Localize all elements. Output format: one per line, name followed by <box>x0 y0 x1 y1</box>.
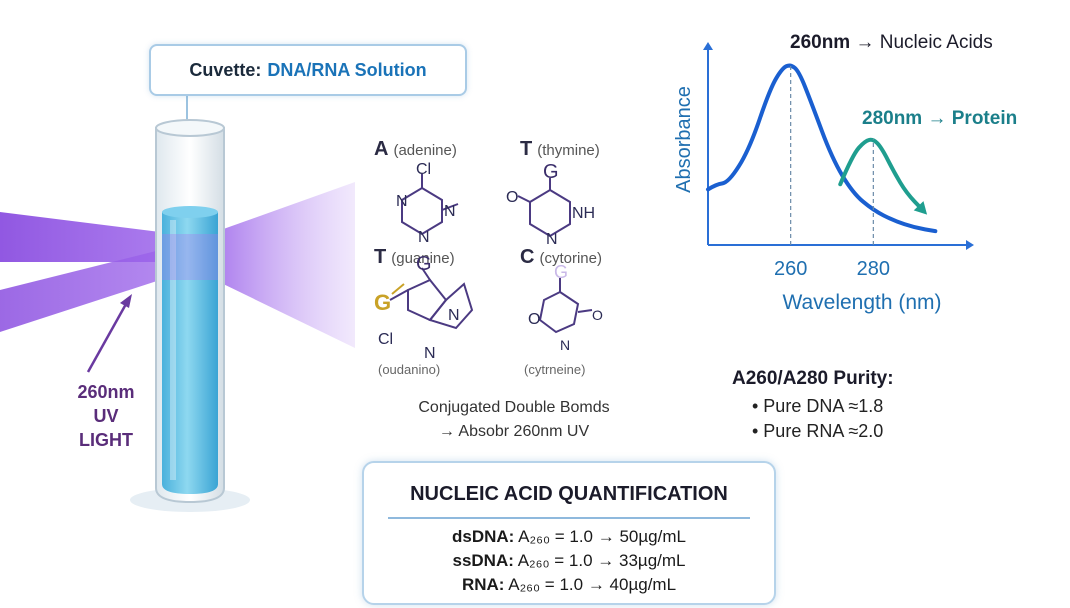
uv-light-line2: UV <box>93 406 119 426</box>
conjugated-line2: → Absobr 260nm UV <box>438 423 590 440</box>
series-line-1 <box>838 137 925 213</box>
guanine-atom-g2: G <box>416 253 432 275</box>
thymine-atom-n: N <box>546 231 558 248</box>
thymine-atom-nh: NH <box>572 205 595 222</box>
base-thymine-name: (thymine) <box>537 142 600 159</box>
base-adenine-name: (adenine) <box>393 142 457 159</box>
base-thymine-letter: T <box>520 138 533 160</box>
base-thymine-header: T (thymine) <box>520 138 600 161</box>
annotation-protein: 280nm → Protein <box>862 108 1017 130</box>
quant-dsdna-result: → 50µg/mL <box>597 527 686 546</box>
x-tick-260: 260 <box>774 258 807 280</box>
uv-beam-transmitted <box>215 182 355 348</box>
cuvette-callout: Cuvette: DNA/RNA Solution <box>149 44 467 96</box>
cytosine-atom-n: N <box>560 337 570 353</box>
y-axis-arrow <box>703 42 713 50</box>
cuvette-callout-value: DNA/RNA Solution <box>267 59 427 80</box>
thymine-atom-o: O <box>506 189 518 206</box>
guanine-atom-cl: Cl <box>378 331 393 348</box>
base-adenine-header: A (adenine) <box>374 138 457 161</box>
uv-light-line3: LIGHT <box>79 430 133 450</box>
y-axis-label: Absorbance <box>673 86 695 193</box>
uv-light-label: 260nm UV LIGHT <box>56 380 156 452</box>
x-axis-arrow <box>966 240 974 250</box>
adenine-atom-n3: N <box>418 229 430 246</box>
adenine-atom-cl: Cl <box>416 161 431 178</box>
base-guanine-name: (guanine) <box>391 250 455 267</box>
annotation-protein-rest: → Protein <box>927 108 1018 129</box>
conjugated-bonds-note: Conjugated Double Bomds → Absobr 260nm U… <box>356 396 672 444</box>
series-arrowhead-1 <box>913 201 928 215</box>
purity-box: A260/A280 Purity: • Pure DNA ≈1.8 • Pure… <box>732 368 894 442</box>
quant-row-ssdna: ssDNA: A₂₆₀ = 1.0 → 33µg/mL <box>364 551 774 571</box>
guanine-atom-g1: G <box>374 290 391 315</box>
annotation-nucleic: 260nm → Nucleic Acids <box>790 32 993 54</box>
cuvette-callout-label: Cuvette: <box>189 59 262 80</box>
quantification-divider <box>388 517 750 519</box>
base-adenine-letter: A <box>374 138 389 160</box>
quant-dsdna-label: dsDNA: <box>452 527 515 546</box>
quant-rna-label: RNA: <box>461 575 505 594</box>
uv-beam-lower <box>0 250 160 332</box>
series-line-0 <box>706 63 938 234</box>
quant-ssdna-formula: A₂₆₀ = 1.0 <box>517 551 593 570</box>
caption-cytosine-garbled: (cytrneine) <box>524 362 586 377</box>
quant-rna-formula: A₂₆₀ = 1.0 <box>508 575 584 594</box>
base-guanine-header: T (guanine) <box>374 246 455 269</box>
quant-dsdna-formula: A₂₆₀ = 1.0 <box>518 527 594 546</box>
quant-row-rna: RNA: A₂₆₀ = 1.0 → 40µg/mL <box>364 575 774 595</box>
cytosine-atom-o2: O <box>592 307 603 323</box>
adenine-atom-n1: N <box>396 193 408 210</box>
quant-ssdna-result: → 33µg/mL <box>597 551 686 570</box>
adenine-atom-n2: N <box>444 203 456 220</box>
annotation-nucleic-value: 260nm <box>790 32 851 53</box>
base-structures: Cl N N N G O NH N G G N Cl N G O O N <box>374 161 603 362</box>
guanine-atom-n1: N <box>448 307 460 324</box>
quantification-title: NUCLEIC ACID QUANTIFICATION <box>410 483 728 505</box>
uv-light-line1: 260nm <box>77 382 135 402</box>
annotation-nucleic-rest: → Nucleic Acids <box>855 32 993 53</box>
purity-title: A260/A280 Purity: <box>732 368 894 389</box>
x-tick-280: 280 <box>857 258 890 280</box>
thymine-atom-g: G <box>543 161 559 183</box>
x-axis-label: Wavelength (nm) <box>782 291 941 314</box>
cytosine-atom-o1: O <box>528 311 540 328</box>
purity-item-dna: • Pure DNA ≈1.8 <box>752 396 884 416</box>
quant-rna-result: → 40µg/mL <box>587 575 677 594</box>
caption-guanine-garbled: (oudanino) <box>378 362 441 377</box>
uv-beam-upper <box>0 212 160 262</box>
quant-ssdna-label: ssDNA: <box>452 551 514 570</box>
quantification-box: NUCLEIC ACID QUANTIFICATION dsDNA: A₂₆₀ … <box>362 461 776 605</box>
annotation-protein-value: 280nm <box>862 108 923 129</box>
purity-item-rna: • Pure RNA ≈2.0 <box>752 421 884 441</box>
base-guanine-letter: T <box>374 246 387 268</box>
base-cytosine-letter: C <box>520 246 535 268</box>
cytosine-atom-g: G <box>554 262 568 282</box>
quant-row-dsdna: dsDNA: A₂₆₀ = 1.0 → 50µg/mL <box>364 527 774 547</box>
base-cytosine-name: (cytorine) <box>539 250 602 267</box>
conjugated-line1: Conjugated Double Bomds <box>418 399 610 416</box>
base-cytosine-header: C (cytorine) <box>520 246 602 269</box>
cuvette-illustration <box>0 96 355 512</box>
guanine-atom-n2: N <box>424 345 436 362</box>
